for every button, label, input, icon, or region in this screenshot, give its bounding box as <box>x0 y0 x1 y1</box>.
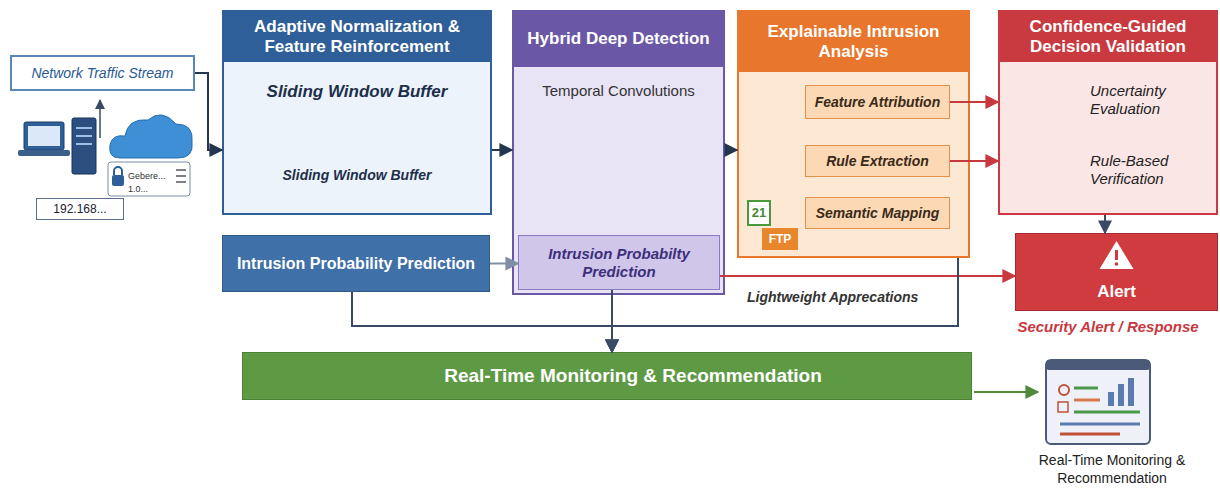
network-illustration <box>18 100 192 196</box>
output-label: Real-Time Monitoring & Recommendation <box>1039 452 1186 486</box>
label-holder: FTP <box>762 228 798 250</box>
stage-panel: Hybrid Deep DetectionTemporal Convolutio… <box>512 10 725 295</box>
label-holder: Gebere... <box>128 165 174 183</box>
node-text: Rule-Based Verification <box>1090 152 1210 188</box>
node-text: Hybrid Deep Detection <box>527 29 709 49</box>
stage-panel: Confidence-Guided Decision ValidationUnc… <box>998 10 1218 215</box>
panel-text-holder: Temporal Convolutions <box>514 82 723 100</box>
node-text: Real-Time Monitoring & Recommendation <box>444 365 822 388</box>
connector <box>725 149 737 151</box>
dashboard-icon <box>1046 360 1150 444</box>
label-holder: 1.0... <box>128 178 174 196</box>
alert-icon <box>1100 241 1134 269</box>
node-text: Intrusion Probability Prediction <box>237 254 475 273</box>
connector <box>612 258 958 352</box>
panel-text-holder: Rule-Based Verification <box>1086 152 1214 188</box>
port-number: 21 <box>752 205 766 221</box>
panel-header: Explainable Intrusion Analysis <box>739 12 968 72</box>
node-text: Alert <box>1097 282 1136 302</box>
node-text: Adaptive Normalization & Feature Reinfor… <box>232 17 482 58</box>
analysis-box: Feature Attribution <box>805 85 950 119</box>
node-text: Temporal Convolutions <box>518 82 719 100</box>
node-text: Sliding Window Buffer <box>228 82 486 102</box>
connector <box>492 149 512 151</box>
connector <box>352 292 612 352</box>
output-arrow <box>974 391 1038 393</box>
ip-address: 192.168... <box>53 202 106 216</box>
analysis-box: Semantic Mapping <box>805 197 950 229</box>
protocol-tag: FTP <box>769 232 792 246</box>
prediction-box: Intrusion Probability Prediction <box>222 235 490 292</box>
panel-header: Adaptive Normalization & Feature Reinfor… <box>224 12 490 62</box>
panel-text-holder: Sliding Window Buffer <box>224 167 490 184</box>
label-holder: 21 <box>747 200 771 226</box>
card-text: 1.0... <box>128 184 148 194</box>
node-text: Uncertainty Evaluation <box>1090 82 1210 118</box>
panel-text-holder: Uncertainty Evaluation <box>1086 82 1214 118</box>
stage-panel: Explainable Intrusion AnalysisFeature At… <box>737 10 970 258</box>
connector <box>720 275 1015 277</box>
card-text: Gebere... <box>128 171 166 181</box>
connector <box>195 73 222 150</box>
note-text: Lightweight Apprecations <box>745 289 920 305</box>
label-holder: Real-Time Monitoring & Recommendation <box>1012 451 1212 487</box>
connector <box>1104 215 1106 233</box>
analysis-box: Rule Extraction <box>805 145 950 177</box>
label-holder: Lightweight Apprecations <box>745 288 950 306</box>
stage-panel: Adaptive Normalization & Feature Reinfor… <box>222 10 492 215</box>
source-box: Network Traffic Stream <box>10 55 195 91</box>
node-text: Sliding Window Buffer <box>228 167 486 184</box>
label-holder: 192.168... <box>36 198 124 220</box>
node-text: Confidence-Guided Decision Validation <box>1008 17 1208 58</box>
node-text: Network Traffic Stream <box>31 65 173 82</box>
node-text: Feature Attribution <box>815 94 940 111</box>
connector <box>490 263 518 265</box>
panel-header: Confidence-Guided Decision Validation <box>1000 12 1216 62</box>
panel-text-holder: Sliding Window Buffer <box>224 82 490 102</box>
connector <box>950 101 998 103</box>
label-holder: Security Alert / Response <box>998 318 1218 336</box>
node-text: Intrusion Probabilty Prediction <box>527 245 711 281</box>
panel-header: Hybrid Deep Detection <box>514 12 723 67</box>
node-text: Rule Extraction <box>826 153 929 170</box>
node-text: Semantic Mapping <box>816 205 940 222</box>
monitoring-bar: Real-Time Monitoring & Recommendation <box>242 352 972 400</box>
response-label: Security Alert / Response <box>1017 318 1198 335</box>
node-text: Explainable Intrusion Analysis <box>747 22 960 63</box>
connector <box>950 160 998 162</box>
prediction-box: Intrusion Probabilty Prediction <box>518 235 720 290</box>
